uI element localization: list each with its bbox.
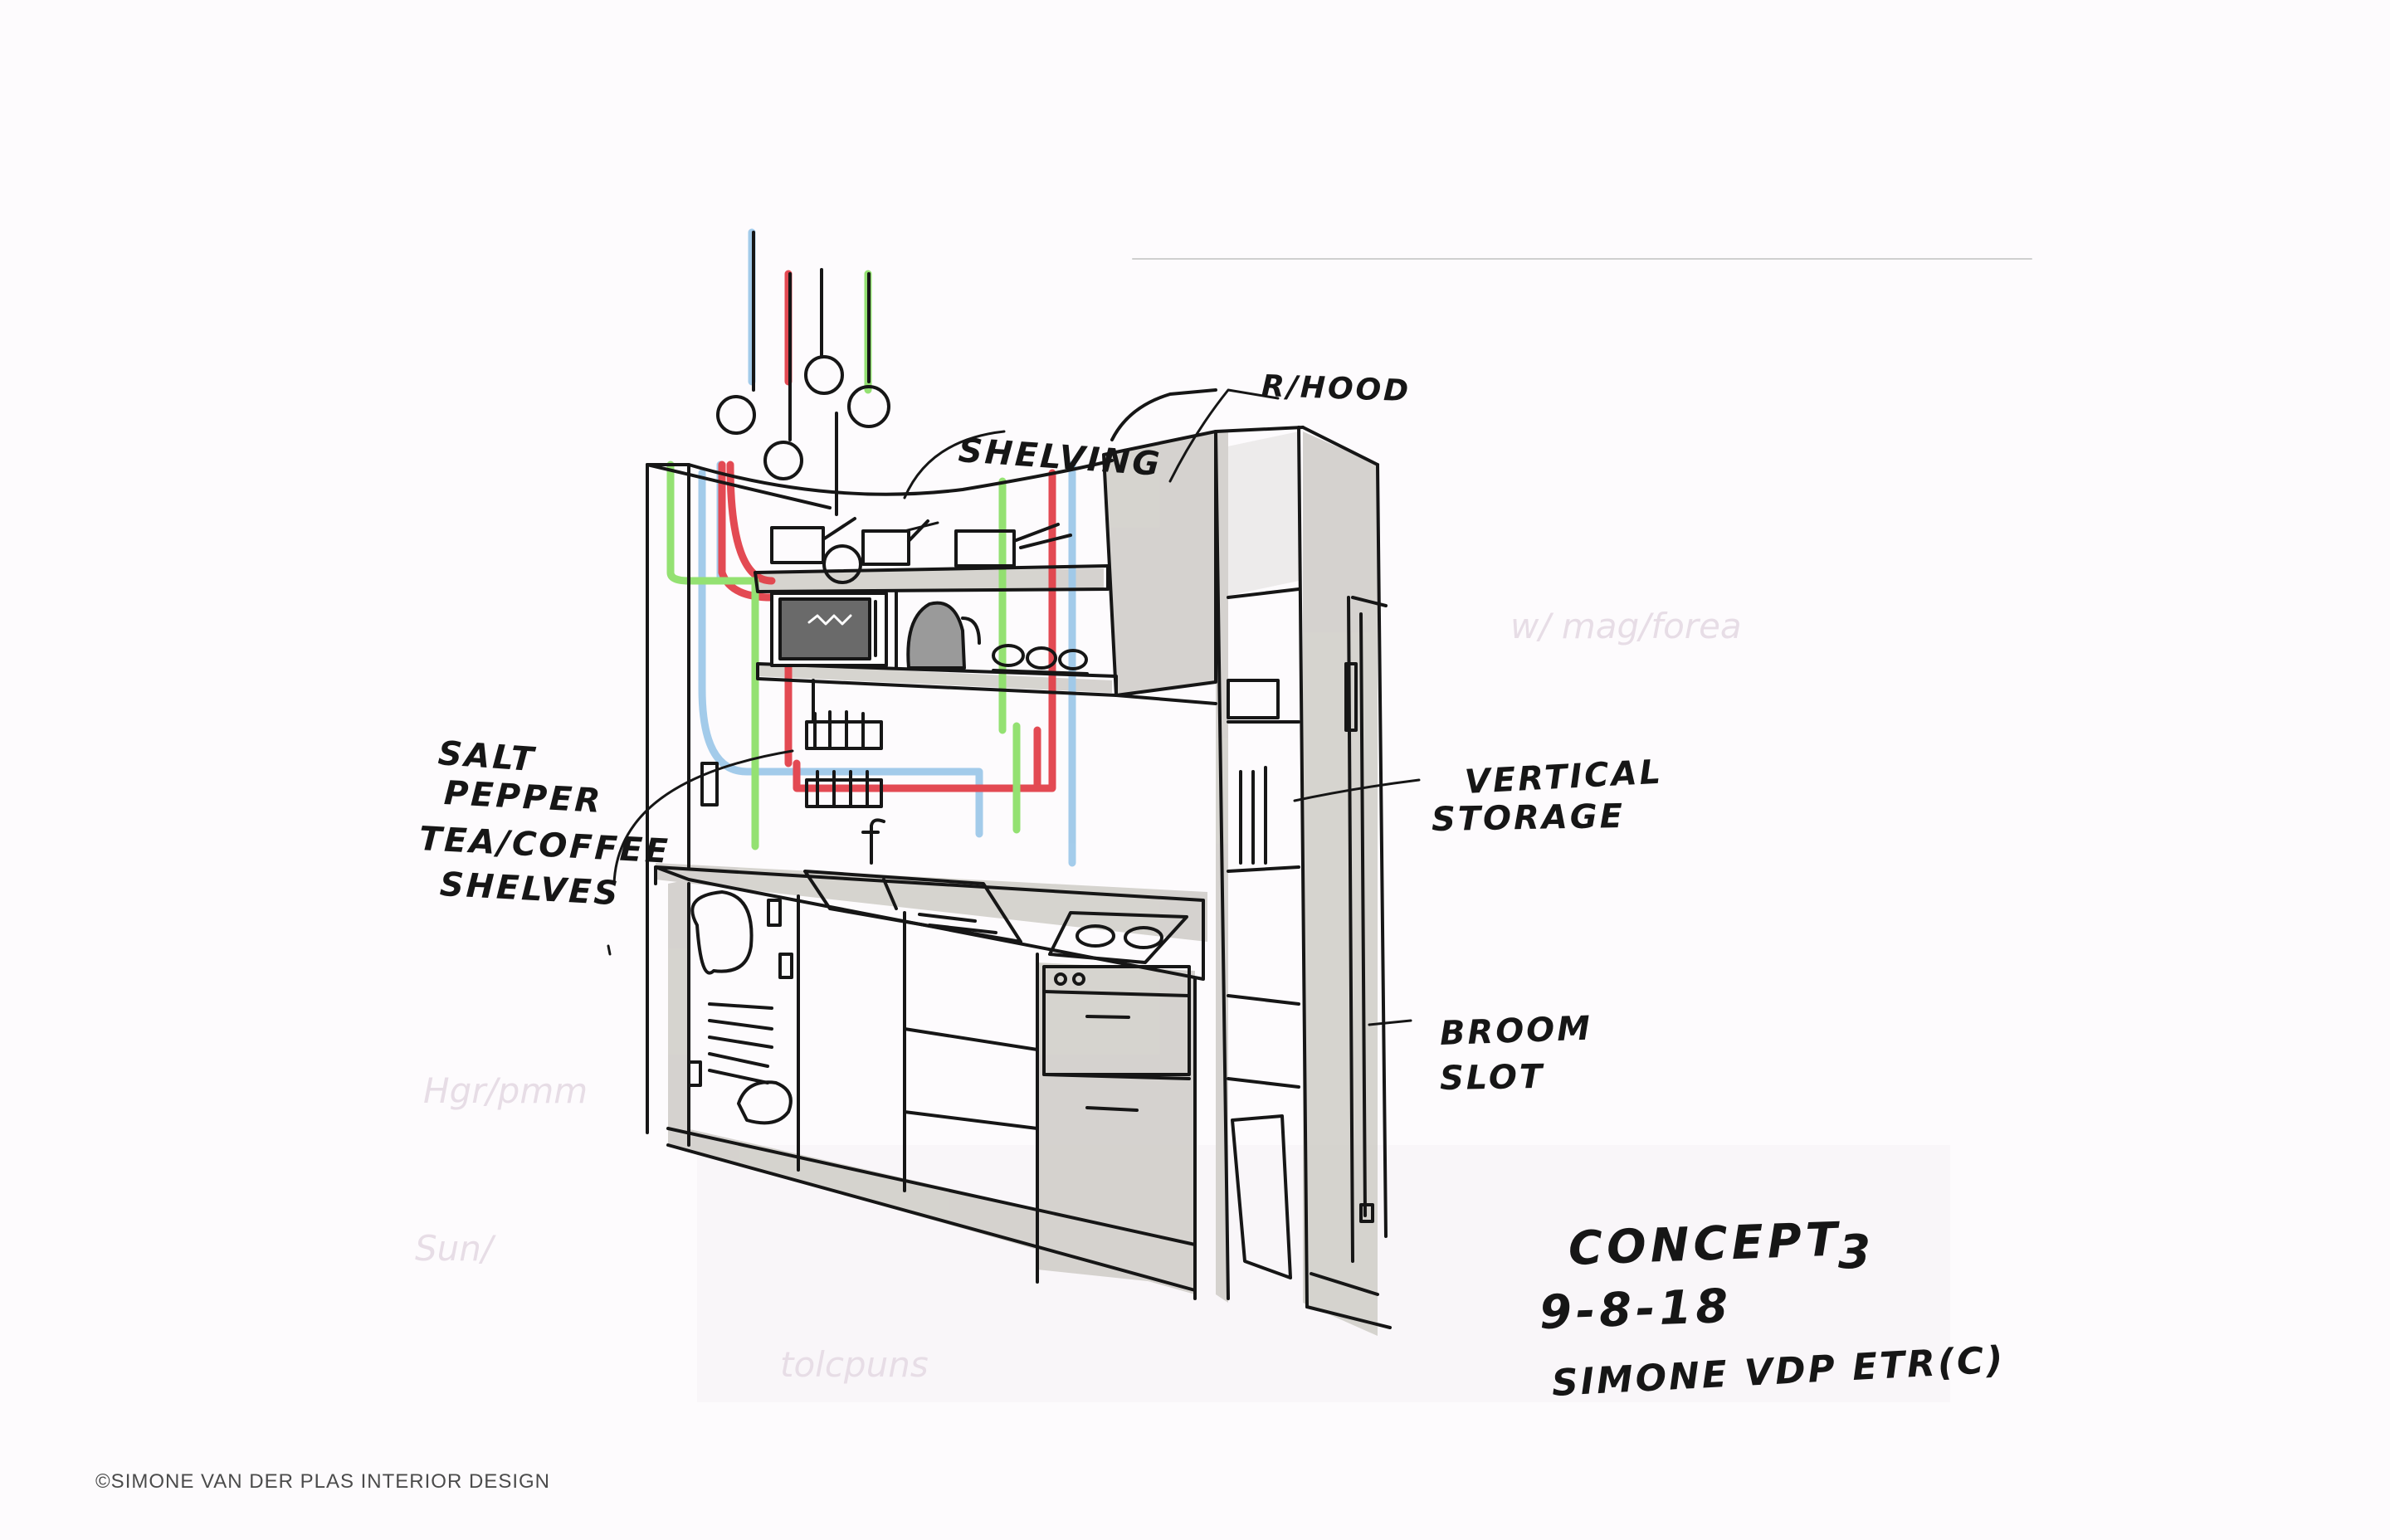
kettle-and-cups [906, 601, 1089, 675]
label-broom: BROOM [1439, 1009, 1593, 1053]
base-cabinets [666, 882, 1197, 1300]
sink [803, 818, 1022, 943]
label-slot: SLOT [1439, 1057, 1545, 1098]
ghost-scribble-1: w/ mag/forea [1510, 606, 1742, 646]
tall-side-cabinet [1301, 426, 1392, 1329]
pendant-lights [716, 231, 890, 584]
ink-linework [607, 231, 1421, 1329]
upper-shelf [754, 564, 1110, 593]
chat-board-cabinet [687, 890, 793, 1125]
leader-lines [612, 388, 1421, 1026]
pans [770, 517, 1072, 568]
sketch-date: 9-8-18 [1538, 1279, 1734, 1340]
cable-routing [666, 228, 1076, 867]
spice-racks [700, 679, 883, 808]
label-storage: STORAGE [1431, 797, 1626, 839]
countertop [654, 865, 1205, 981]
concept-title: CONCEPT [1567, 1212, 1843, 1276]
label-range-hood: R/HOOD [1261, 369, 1412, 409]
vertical-storage-column [1214, 426, 1309, 1309]
label-pepper: PEPPER [442, 774, 604, 821]
copyright-notice: ©SIMONE VAN DER PLAS INTERIOR DESIGN [95, 1470, 550, 1493]
microwave [770, 592, 888, 667]
range-hood [1102, 388, 1217, 705]
ghost-scribble-2: Hgr/pmm [423, 1070, 588, 1111]
ghost-scribble-4: tolcpuns [780, 1344, 929, 1385]
oven [1042, 965, 1191, 1112]
concept-number: 3 [1838, 1226, 1875, 1279]
ghost-scribble-3: Sun/ [415, 1228, 494, 1269]
cooktop [1048, 911, 1188, 964]
label-shelves: SHELVES [438, 865, 622, 914]
